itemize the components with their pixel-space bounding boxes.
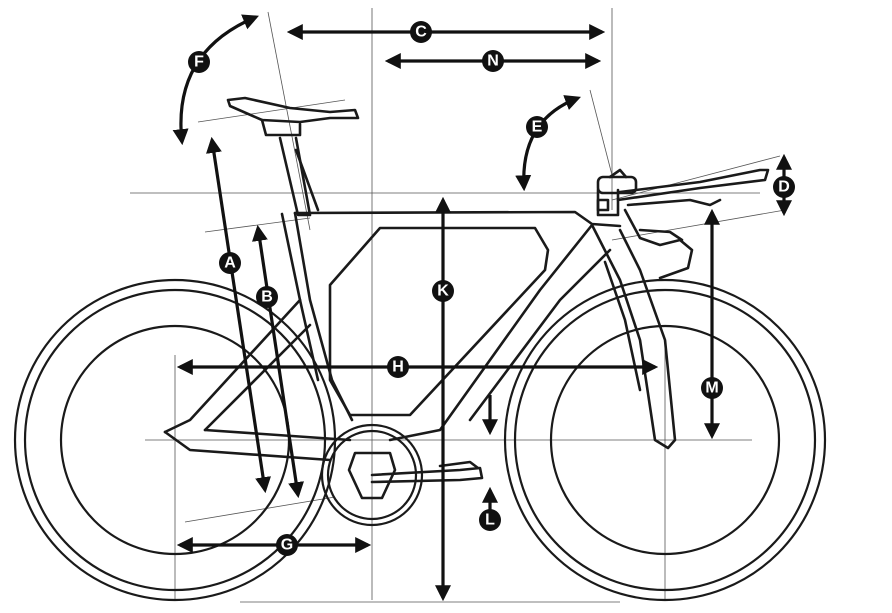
svg-text:K: K (437, 283, 449, 300)
svg-text:B: B (261, 289, 273, 306)
saddle-and-seatpost (226, 96, 360, 217)
label-e: E (526, 116, 548, 138)
label-h: H (387, 356, 409, 378)
arrow-f (172, 14, 259, 146)
svg-text:N: N (487, 53, 499, 70)
cockpit-aerobars (596, 168, 770, 280)
label-a: A (219, 252, 241, 274)
label-l: L (479, 509, 501, 531)
label-n: N (482, 50, 504, 72)
label-k: K (432, 280, 454, 302)
svg-text:F: F (194, 54, 204, 71)
svg-text:A: A (224, 255, 236, 272)
svg-text:H: H (392, 359, 404, 376)
reference-lines (130, 8, 786, 603)
svg-text:L: L (485, 512, 495, 529)
label-b: B (256, 286, 278, 308)
label-c: C (410, 21, 432, 43)
label-d: D (773, 176, 795, 198)
svg-text:G: G (281, 537, 293, 554)
svg-text:E: E (532, 119, 543, 136)
label-m: M (701, 377, 723, 399)
svg-text:D: D (778, 179, 790, 196)
label-f: F (188, 51, 210, 73)
measurement-arrows (172, 14, 792, 602)
front-wheel (503, 278, 827, 602)
arrow-e (515, 95, 581, 192)
svg-text:C: C (415, 24, 427, 41)
label-g: G (276, 534, 298, 556)
svg-text:M: M (705, 380, 718, 397)
